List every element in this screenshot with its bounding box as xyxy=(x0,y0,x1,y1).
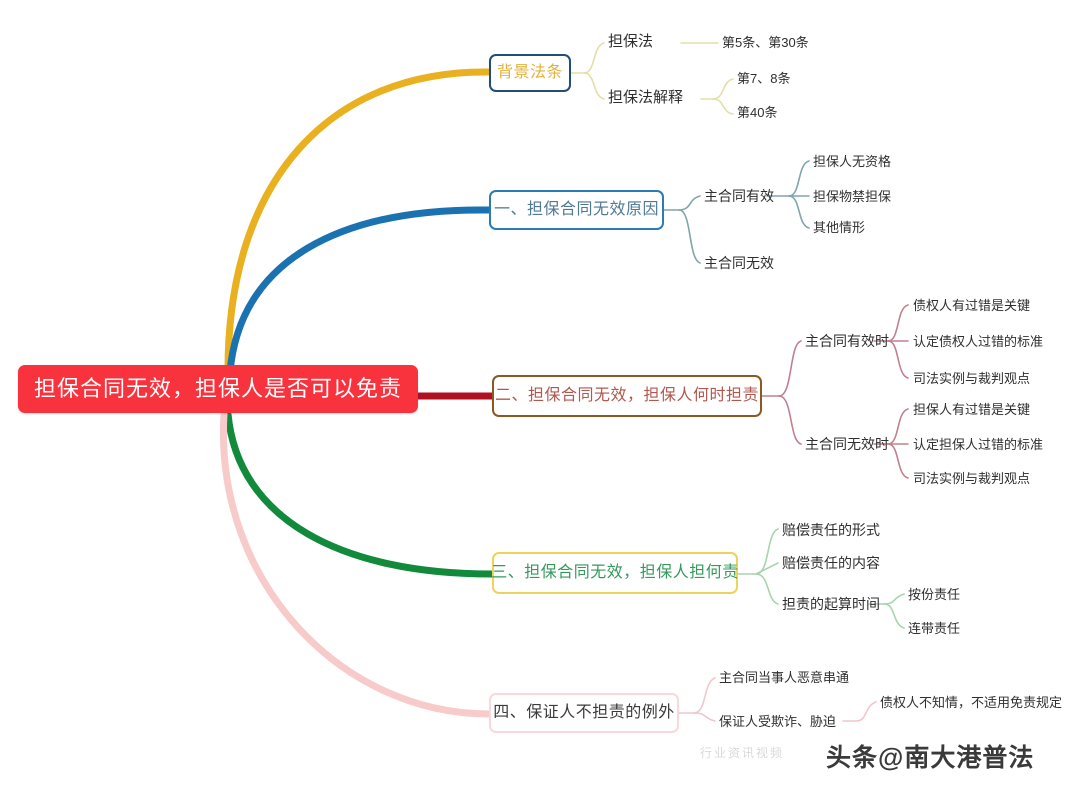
leaf-node-label[interactable]: 担保人有过错是关键 xyxy=(913,402,1031,417)
trunk-yellow xyxy=(224,68,493,374)
sub-node-label[interactable]: 保证人受欺诈、胁迫 xyxy=(719,714,837,729)
branch-node-label: 一、担保合同无效原因 xyxy=(494,201,660,219)
sub-node-label[interactable]: 赔偿责任的内容 xyxy=(782,555,880,571)
leaf-node-label[interactable]: 债权人不知情，不适用免责规定 xyxy=(880,695,1063,710)
trunk-green xyxy=(224,410,496,578)
sub-node-label[interactable]: 主合同有效 xyxy=(704,188,774,204)
watermark-at-symbol: @ xyxy=(878,742,905,772)
sub-node-label[interactable]: 主合同无效时 xyxy=(805,436,889,452)
leaf-node-label[interactable]: 其他情形 xyxy=(813,220,866,235)
branch-node-label: 背景法条 xyxy=(497,64,564,82)
branch-node-label: 二、担保合同无效，担保人何时担责 xyxy=(495,387,760,405)
branch-node-label: 三、担保合同无效，担保人担何责 xyxy=(491,564,739,582)
root-node-label: 担保合同无效，担保人是否可以免责 xyxy=(33,375,402,401)
leaf-node-label[interactable]: 第40条 xyxy=(737,105,778,120)
sub-node-label[interactable]: 主合同无效 xyxy=(704,255,774,271)
root-node[interactable]: 担保合同无效，担保人是否可以免责 xyxy=(18,365,418,413)
leaf-node-label[interactable]: 按份责任 xyxy=(908,587,961,602)
leaf-node-label[interactable]: 担保人无资格 xyxy=(813,154,892,169)
branch-node-what-liability[interactable]: 三、担保合同无效，担保人担何责 xyxy=(491,552,739,594)
leaf-node-label[interactable]: 司法实例与裁判观点 xyxy=(913,471,1031,486)
watermark-account: 南大港普法 xyxy=(904,744,1035,772)
leaf-node-label[interactable]: 司法实例与裁判观点 xyxy=(913,371,1031,386)
leaf-node-label[interactable]: 第5条、第30条 xyxy=(722,35,809,50)
sub-node-label[interactable]: 担保法 xyxy=(608,33,654,50)
leaf-node-label[interactable]: 连带责任 xyxy=(908,621,961,636)
branch-node-exceptions[interactable]: 四、保证人不担责的例外 xyxy=(489,693,679,733)
leaf-node-label[interactable]: 债权人有过错是关键 xyxy=(913,298,1031,313)
sub-node-label[interactable]: 主合同有效时 xyxy=(805,333,889,349)
watermark-ghost-text: 行业资讯视频 xyxy=(700,746,785,760)
watermark: 头条@南大港普法 xyxy=(826,738,1034,774)
leaf-node-label[interactable]: 认定担保人过错的标准 xyxy=(913,437,1044,452)
leaf-node-label[interactable]: 认定债权人过错的标准 xyxy=(913,334,1044,349)
watermark-prefix: 头条 xyxy=(826,744,879,772)
trunk-blue xyxy=(226,206,493,376)
branch-node-invalid-reasons[interactable]: 一、担保合同无效原因 xyxy=(489,190,664,230)
leaf-node-label[interactable]: 第7、8条 xyxy=(737,71,791,86)
sub-node-label[interactable]: 赔偿责任的形式 xyxy=(782,522,880,538)
sub-node-label[interactable]: 主合同当事人恶意串通 xyxy=(719,670,850,685)
sub-node-label[interactable]: 担保法解释 xyxy=(608,89,684,106)
leaf-node-label[interactable]: 担保物禁担保 xyxy=(813,189,892,204)
branch-node-label: 四、保证人不担责的例外 xyxy=(493,704,675,722)
branch-node-background-law[interactable]: 背景法条 xyxy=(489,54,571,92)
sub-node-label[interactable]: 担责的起算时间 xyxy=(782,596,880,612)
trunk-pink xyxy=(219,410,493,718)
branch-node-when-liable[interactable]: 二、担保合同无效，担保人何时担责 xyxy=(492,375,762,417)
